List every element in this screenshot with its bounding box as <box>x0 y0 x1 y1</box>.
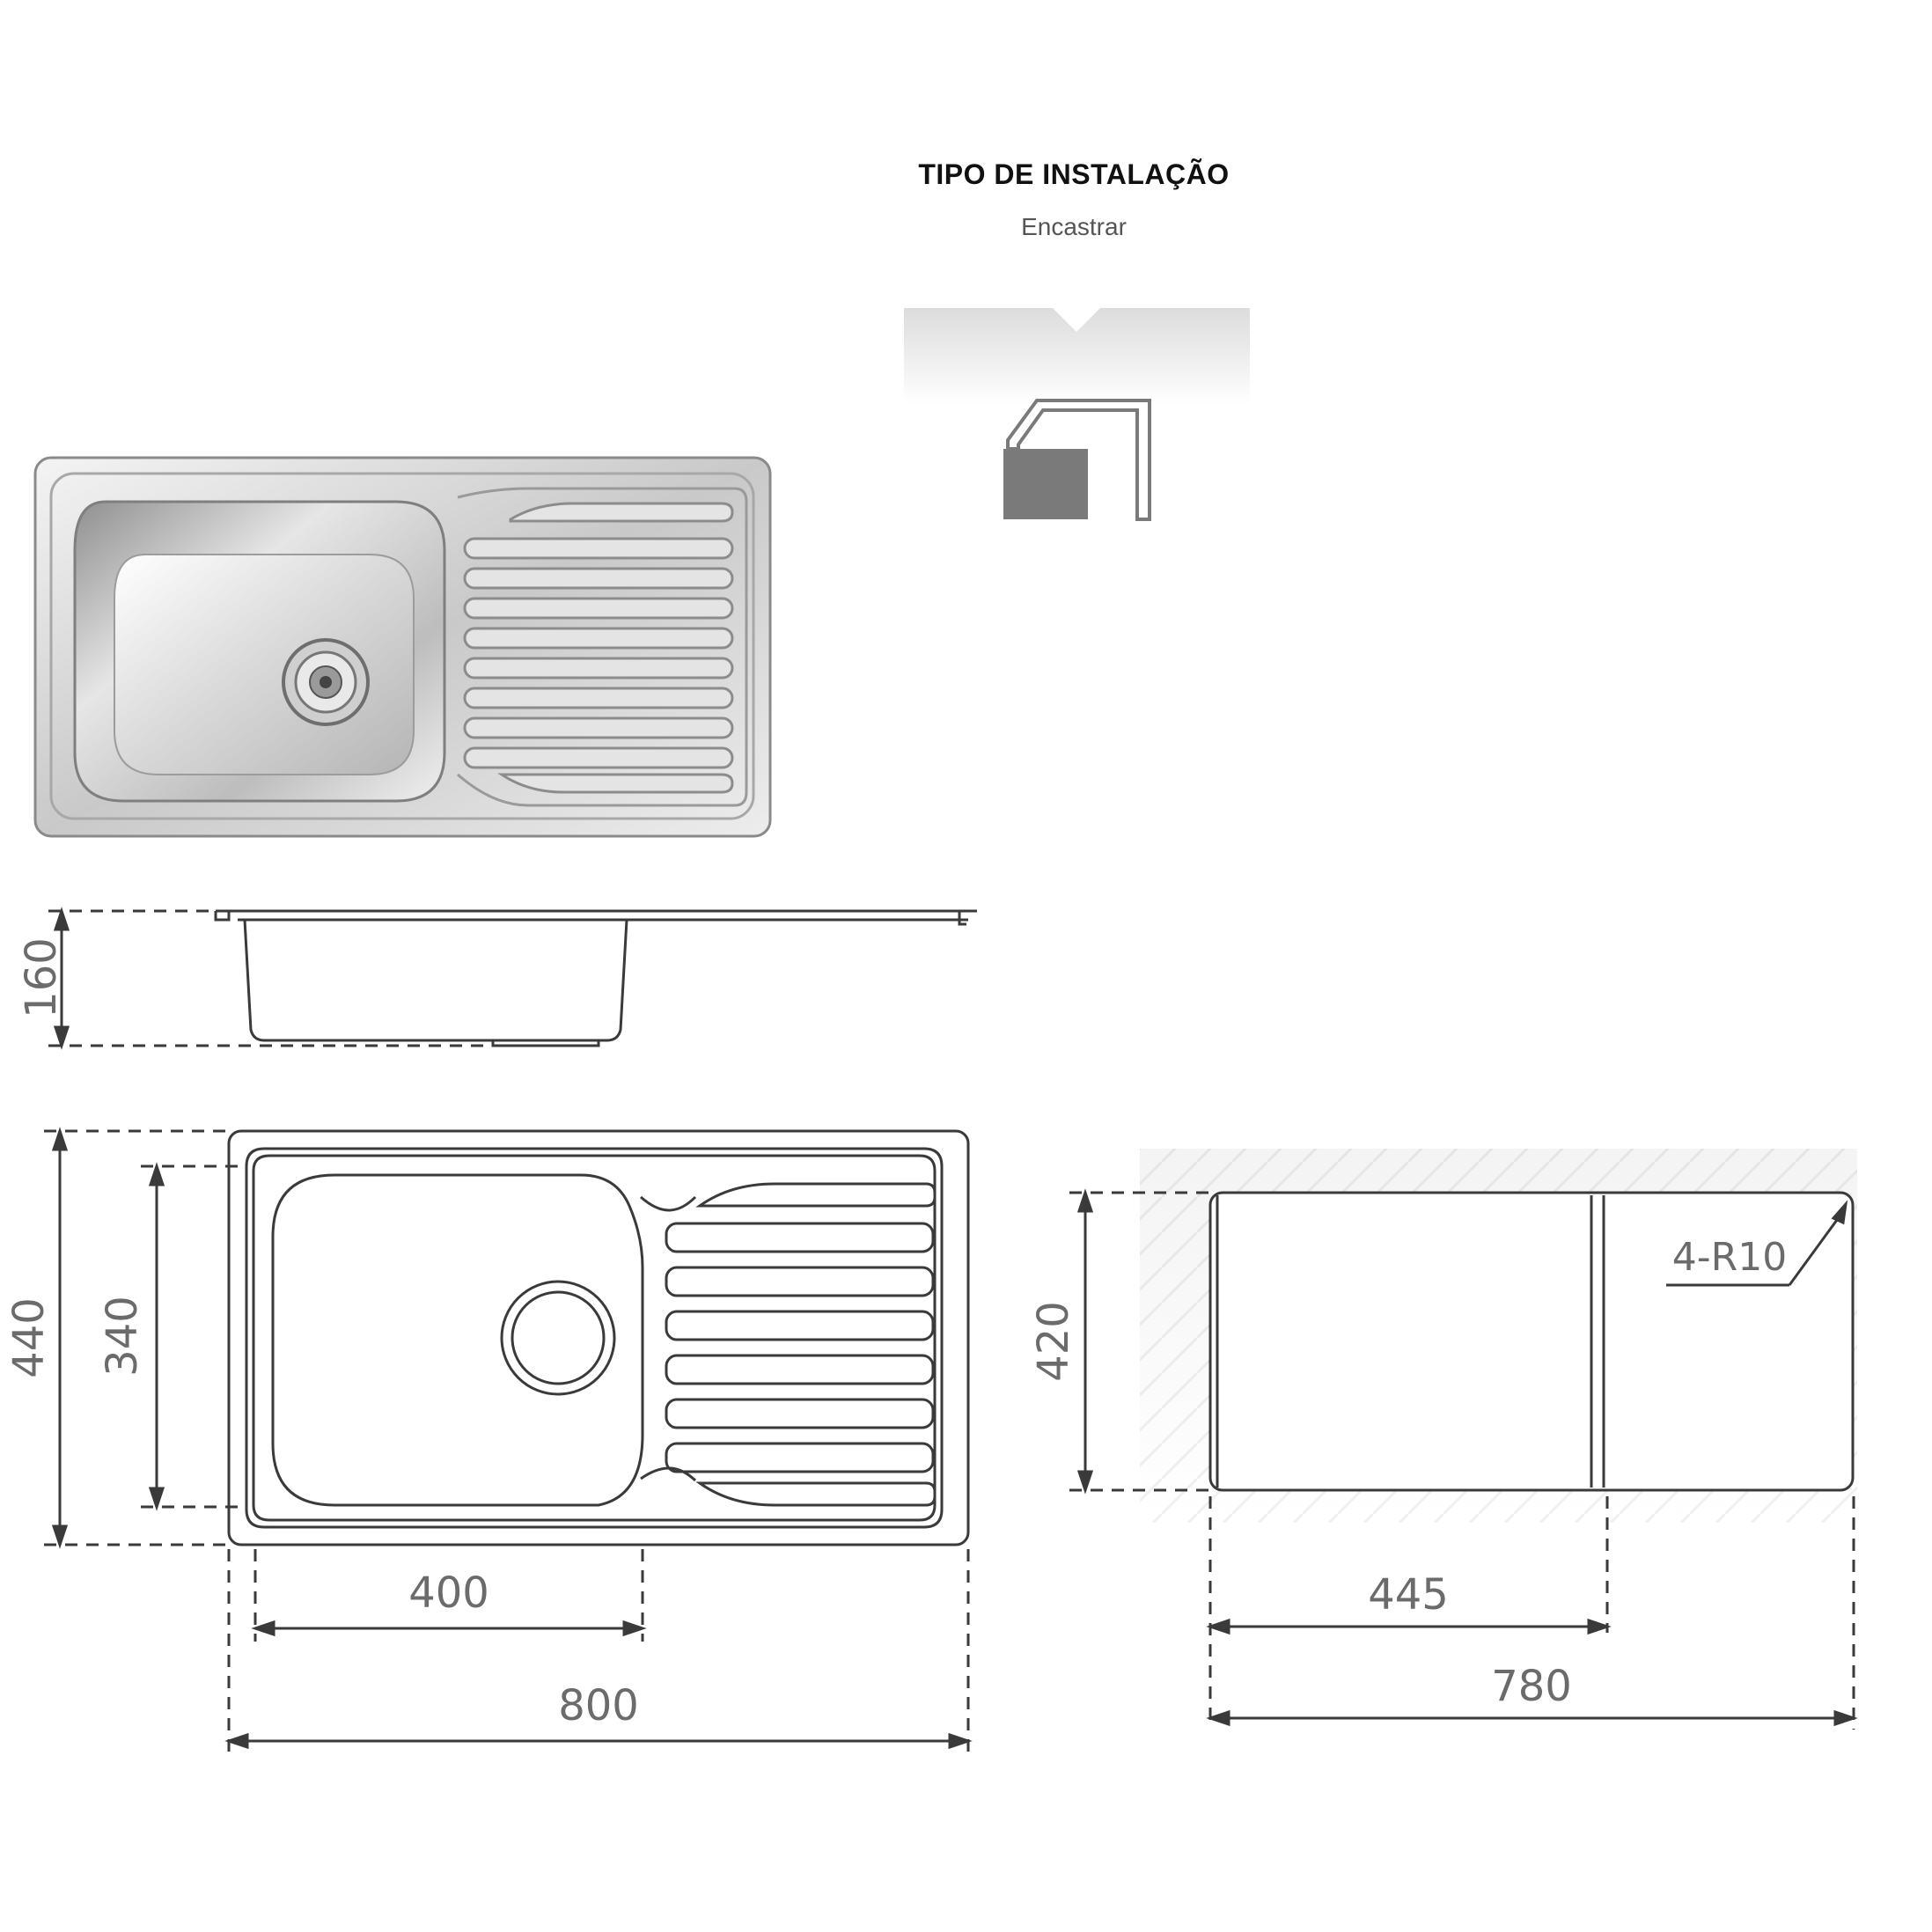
top-view-drawing <box>227 1129 970 1546</box>
cutout-drawing <box>1140 1149 1857 1523</box>
dim-depth-label: 160 <box>17 937 66 1018</box>
dim-depth-total-label: 440 <box>4 1297 54 1378</box>
side-profile-drawing <box>214 909 977 1047</box>
installation-type-title: TIPO DE INSTALAÇÃO <box>918 158 1230 190</box>
stainless-sink-photo <box>33 456 772 838</box>
dim-cutout-bowl-width-label: 445 <box>1368 1570 1449 1620</box>
installation-type-value: Encastrar <box>1021 213 1127 240</box>
inset-sink-install-icon <box>904 308 1250 521</box>
dim-corner-radius-label: 4-R10 <box>1672 1235 1787 1280</box>
dim-width-total-label: 800 <box>558 1681 639 1730</box>
dim-cutout-depth-label: 420 <box>1029 1301 1078 1382</box>
cutout-dimensions <box>1069 1188 1858 1730</box>
dim-bowl-depth-label: 340 <box>98 1296 147 1377</box>
dim-bowl-width-label: 400 <box>408 1568 489 1618</box>
top-view-dimensions <box>44 1127 973 1756</box>
dim-cutout-total-width-label: 780 <box>1491 1662 1572 1711</box>
depth-dimension-line <box>48 907 493 1050</box>
